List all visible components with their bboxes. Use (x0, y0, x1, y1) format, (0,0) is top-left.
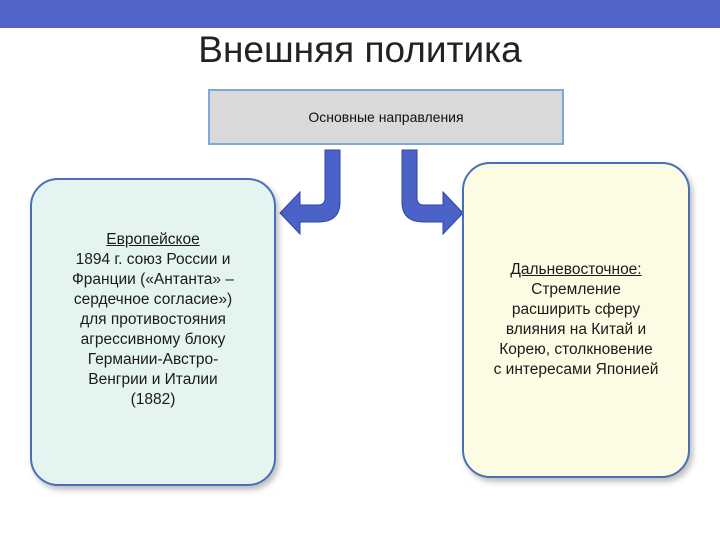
arrow-to-far-eastern (401, 149, 464, 236)
card-far-eastern-line: Стремление (531, 281, 621, 298)
slide-title: Внешняя политика (198, 29, 522, 70)
top-color-band (0, 0, 720, 28)
root-node-main-directions: Основные направления (208, 89, 564, 145)
card-european-line: агрессивному блоку (80, 331, 226, 348)
card-european-line: для противостояния (80, 311, 226, 328)
card-european-direction: Европейское 1894 г. союз России и Франци… (30, 178, 276, 486)
card-far-eastern-direction: Дальневосточное: Стремление расширить сф… (462, 162, 690, 478)
card-far-eastern-line: Корею, столкновение (499, 341, 653, 358)
arrow-to-european (279, 149, 341, 236)
card-far-eastern-line: расширить сферу (511, 301, 641, 318)
card-european-line: сердечное согласие») (73, 291, 233, 308)
card-european-line: Франции («Антанта» – (72, 271, 234, 288)
card-european-line: Венгрии и Италии (88, 371, 218, 388)
card-far-eastern-line: влияния на Китай и (505, 321, 647, 338)
card-european-line: (1882) (130, 391, 176, 408)
root-node-label: Основные направления (308, 109, 464, 125)
card-far-eastern-line: с интересами Японией (493, 361, 659, 378)
card-european-line: Германии-Австро- (87, 351, 219, 368)
card-european-heading: Европейское (106, 231, 200, 248)
card-european-line: 1894 г. союз России и (75, 251, 231, 268)
card-far-eastern-heading: Дальневосточное: (510, 261, 642, 278)
